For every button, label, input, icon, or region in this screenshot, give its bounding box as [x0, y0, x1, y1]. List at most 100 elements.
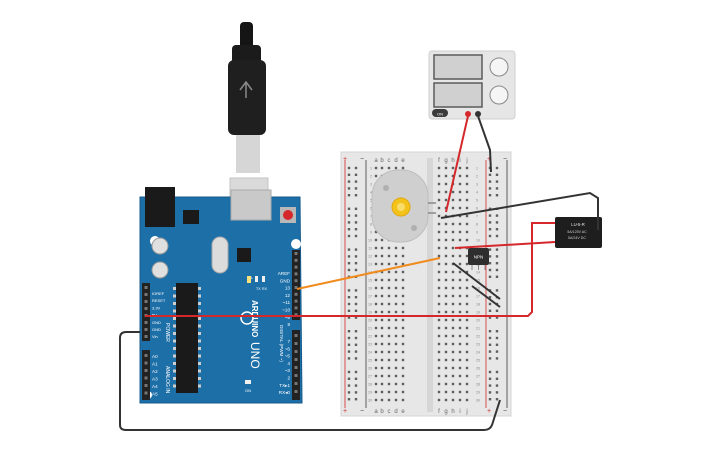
breadboard-hole[interactable] [374, 302, 378, 306]
breadboard-hole[interactable] [465, 318, 469, 322]
digital-header-top[interactable] [292, 250, 300, 320]
breadboard-hole[interactable] [437, 198, 441, 202]
breadboard-hole[interactable] [387, 254, 391, 258]
breadboard-hole[interactable] [465, 198, 469, 202]
header-pin[interactable] [144, 286, 148, 289]
breadboard-hole[interactable] [451, 350, 455, 354]
rail-hole[interactable] [354, 207, 358, 210]
breadboard-hole[interactable] [374, 382, 378, 386]
header-pin[interactable] [144, 391, 148, 395]
breadboard-hole[interactable] [465, 222, 469, 226]
rail-hole[interactable] [347, 255, 351, 258]
breadboard-hole[interactable] [401, 278, 405, 282]
breadboard-hole[interactable] [380, 358, 384, 362]
header-pin[interactable] [144, 293, 148, 296]
rail-hole[interactable] [495, 166, 499, 170]
rail-hole[interactable] [347, 350, 351, 353]
header-pin[interactable] [294, 334, 298, 337]
breadboard-hole[interactable] [394, 374, 398, 378]
rail-hole[interactable] [495, 350, 499, 353]
breadboard-hole[interactable] [380, 286, 384, 290]
rail-hole[interactable] [347, 187, 351, 190]
breadboard-hole[interactable] [444, 326, 448, 330]
breadboard-hole[interactable] [458, 206, 462, 210]
header-pin[interactable] [294, 390, 298, 393]
rail-hole[interactable] [495, 255, 499, 258]
breadboard-hole[interactable] [374, 246, 378, 250]
breadboard-hole[interactable] [374, 310, 378, 314]
breadboard-hole[interactable] [437, 374, 441, 378]
breadboard-hole[interactable] [458, 222, 462, 226]
rail-hole[interactable] [354, 228, 358, 231]
wire-transistor-ground[interactable] [471, 285, 501, 308]
breadboard-hole[interactable] [444, 294, 448, 298]
wire-ground[interactable] [119, 331, 501, 431]
breadboard-hole[interactable] [458, 390, 462, 394]
breadboard-hole[interactable] [437, 262, 441, 266]
breadboard-hole[interactable] [437, 270, 441, 274]
rail-hole[interactable] [347, 370, 351, 374]
breadboard-hole[interactable] [394, 358, 398, 362]
breadboard-hole[interactable] [444, 374, 448, 378]
breadboard-hole[interactable] [380, 342, 384, 346]
negative-terminal[interactable] [475, 111, 481, 117]
rail-hole[interactable] [347, 384, 351, 387]
breadboard-hole[interactable] [465, 366, 469, 370]
rail-hole[interactable] [495, 330, 499, 333]
rail-hole[interactable] [354, 180, 358, 183]
rail-hole[interactable] [488, 296, 492, 299]
header-pin[interactable] [294, 358, 298, 361]
breadboard-hole[interactable] [394, 382, 398, 386]
breadboard-hole[interactable] [401, 374, 405, 378]
breadboard-hole[interactable] [437, 190, 441, 194]
rail-hole[interactable] [488, 221, 492, 224]
rail-hole[interactable] [347, 316, 351, 319]
breadboard-hole[interactable] [374, 398, 378, 402]
rail-hole[interactable] [354, 330, 358, 333]
breadboard-hole[interactable] [401, 326, 405, 330]
breadboard-hole[interactable] [401, 318, 405, 322]
breadboard-hole[interactable] [458, 182, 462, 186]
rail-hole[interactable] [488, 173, 492, 176]
breadboard-hole[interactable] [437, 350, 441, 354]
breadboard-hole[interactable] [374, 318, 378, 322]
breadboard-hole[interactable] [444, 350, 448, 354]
breadboard-hole[interactable] [401, 366, 405, 370]
breadboard-hole[interactable] [401, 270, 405, 274]
rail-hole[interactable] [354, 350, 358, 353]
wire-supply-negative[interactable] [477, 115, 492, 173]
rail-hole[interactable] [354, 214, 358, 217]
breadboard-hole[interactable] [394, 278, 398, 282]
breadboard-hole[interactable] [465, 350, 469, 354]
rail-hole[interactable] [347, 296, 351, 299]
breadboard-hole[interactable] [380, 398, 384, 402]
breadboard-hole[interactable] [387, 358, 391, 362]
breadboard-hole[interactable] [380, 254, 384, 258]
wire-5v[interactable] [145, 222, 555, 317]
rail-hole[interactable] [347, 207, 351, 210]
rail-hole[interactable] [354, 391, 358, 394]
rail-hole[interactable] [495, 248, 499, 251]
breadboard-hole[interactable] [444, 358, 448, 362]
breadboard-hole[interactable] [465, 374, 469, 378]
header-pin[interactable] [294, 292, 298, 296]
breadboard-hole[interactable] [458, 166, 462, 170]
header-pin[interactable] [294, 252, 298, 255]
breadboard-hole[interactable] [380, 382, 384, 386]
breadboard-hole[interactable] [437, 222, 441, 226]
rail-hole[interactable] [347, 398, 351, 401]
breadboard-hole[interactable] [380, 278, 384, 282]
rail-hole[interactable] [488, 180, 492, 183]
rail-hole[interactable] [354, 166, 358, 170]
rail-hole[interactable] [495, 187, 499, 190]
breadboard-hole[interactable] [458, 326, 462, 330]
rail-hole[interactable] [488, 343, 492, 346]
rail-hole[interactable] [488, 234, 492, 238]
breadboard-hole[interactable] [437, 342, 441, 346]
breadboard-hole[interactable] [444, 262, 448, 266]
rail-hole[interactable] [488, 248, 492, 251]
rail-hole[interactable] [488, 309, 492, 312]
breadboard-hole[interactable] [465, 230, 469, 234]
breadboard-hole[interactable] [444, 334, 448, 338]
header-pin[interactable] [294, 258, 298, 262]
